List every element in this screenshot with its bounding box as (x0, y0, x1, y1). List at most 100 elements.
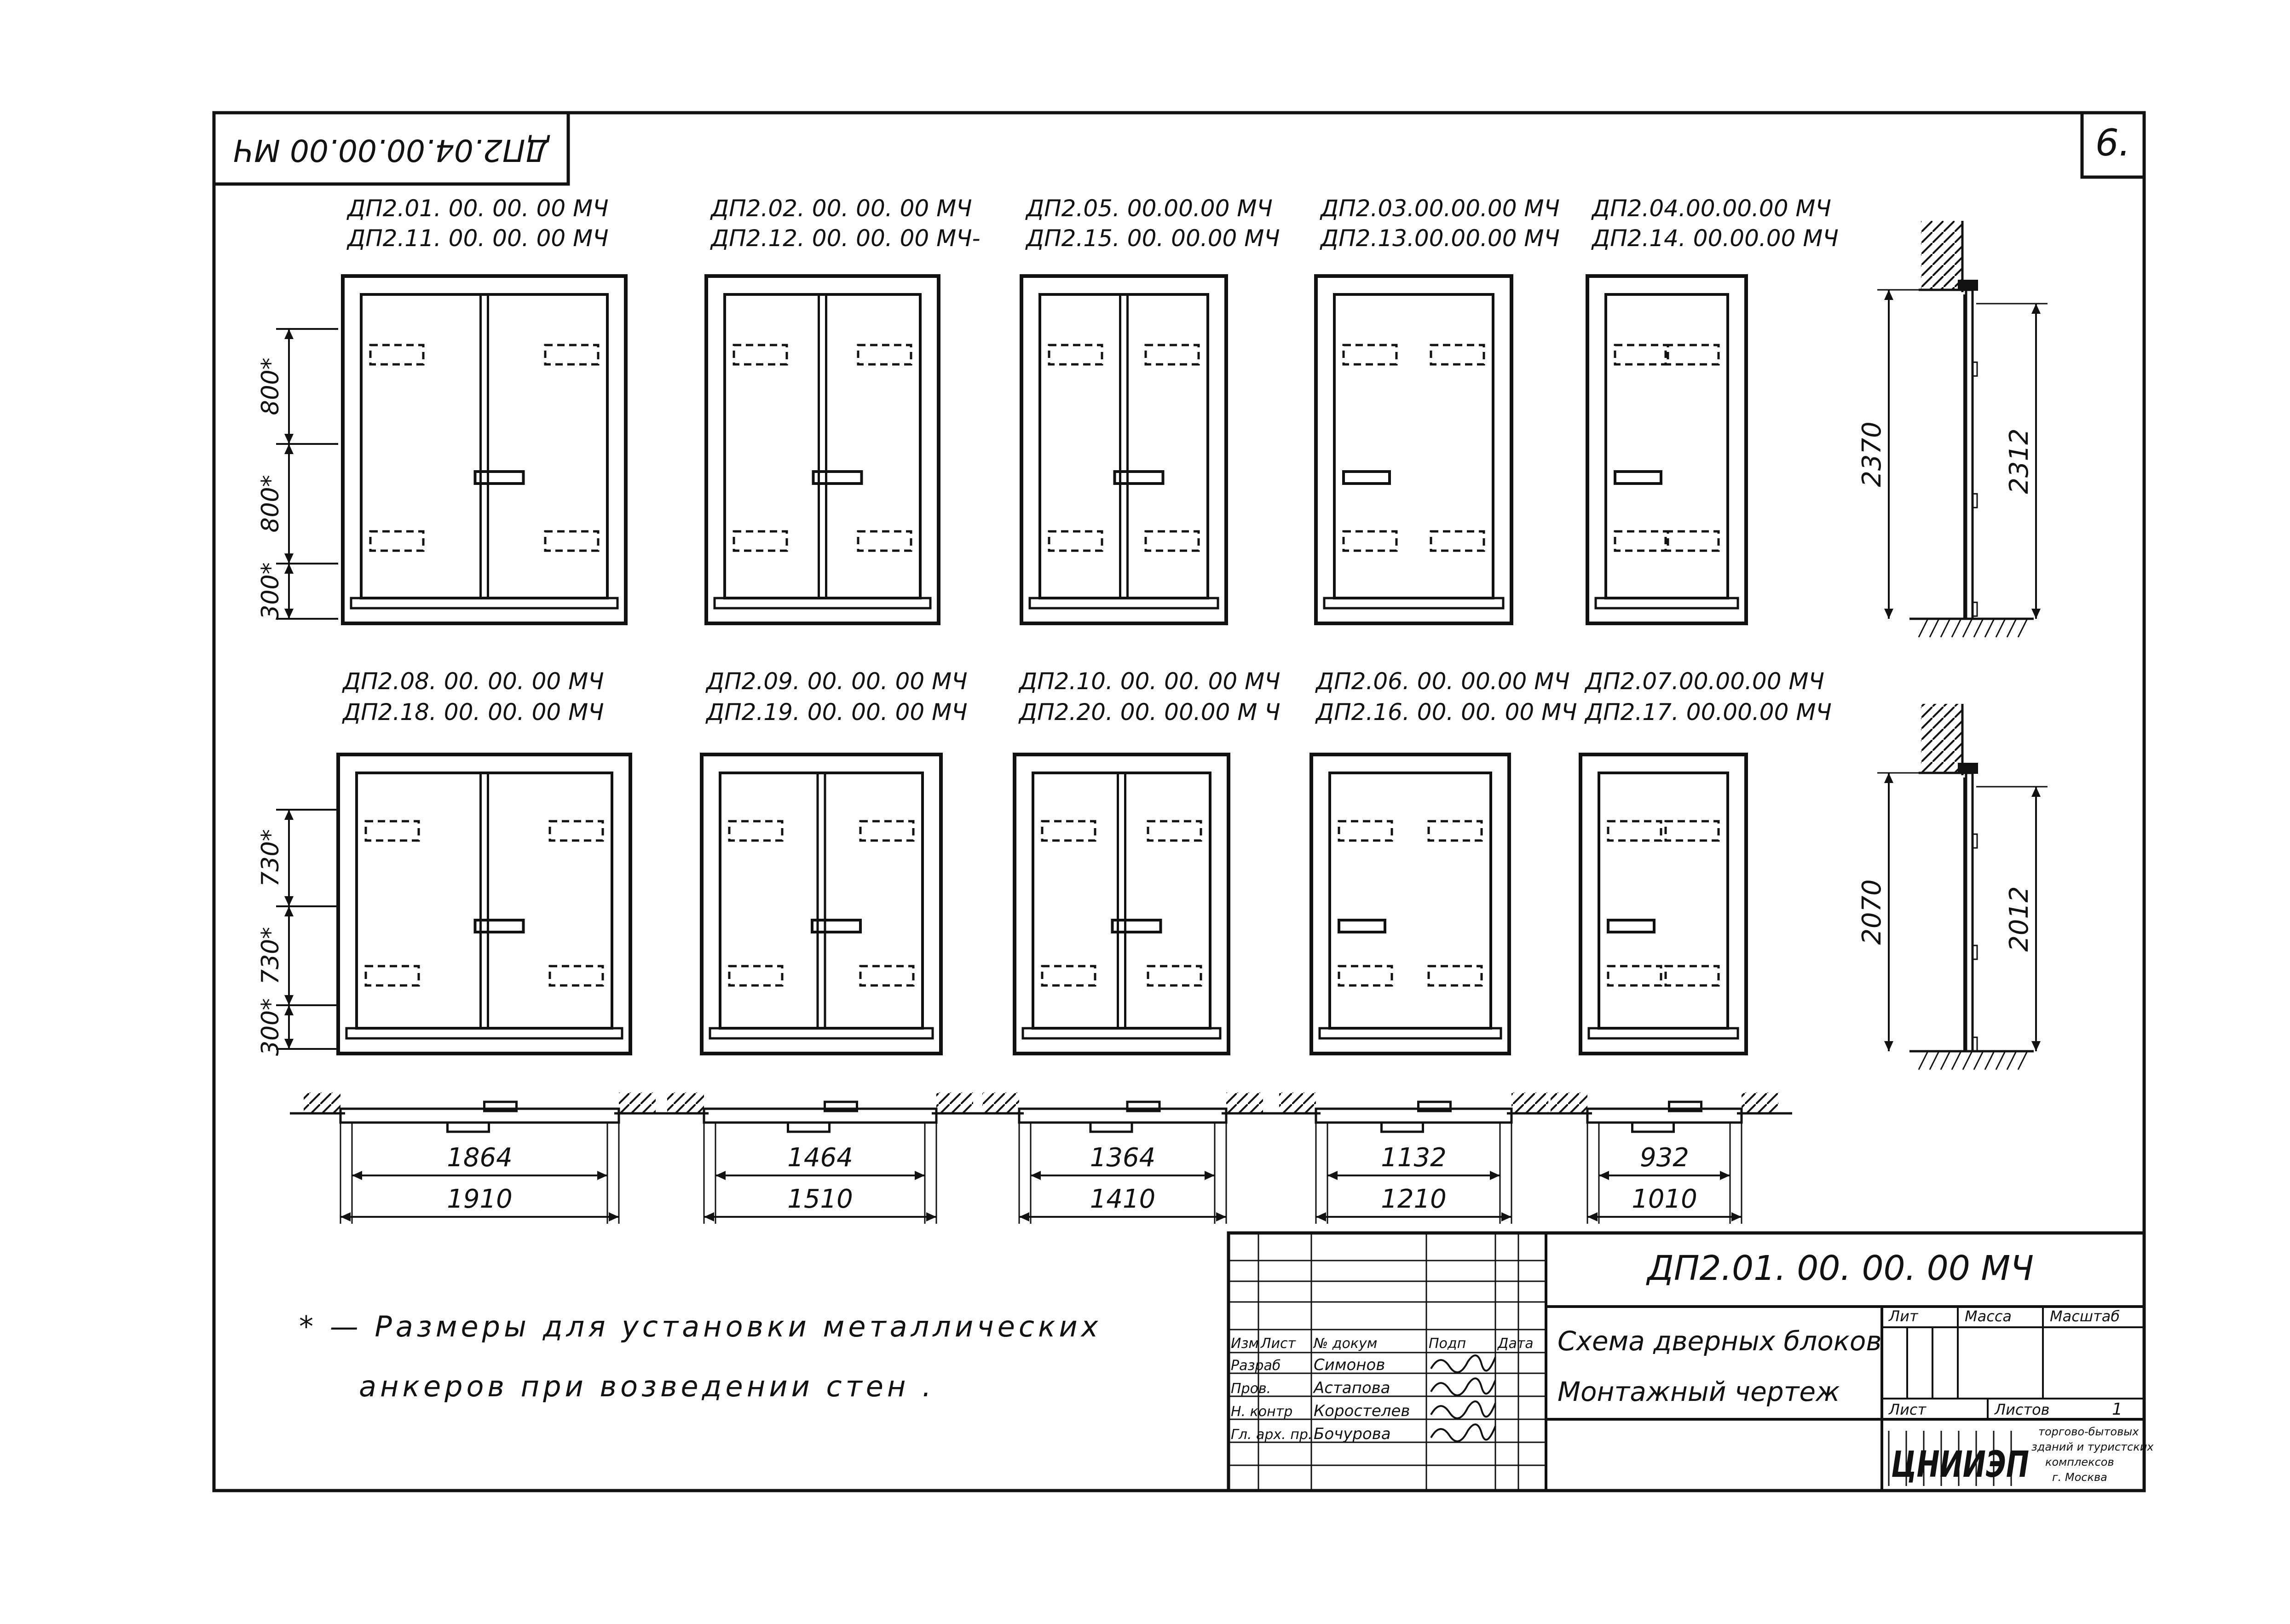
door-code-top-4-a: ДП2.04.00.00.00 МЧ (1591, 195, 1831, 222)
anchor-left-0 (728, 820, 784, 842)
wall-hatch-right (1226, 1093, 1263, 1113)
vertical-dim-1: 800* (257, 475, 284, 532)
anchor-right-0 (1664, 344, 1720, 366)
door-code-top-3-b: ДП2.13.00.00.00 МЧ (1320, 225, 1560, 252)
sheet-number: 6. (2095, 121, 2130, 164)
tb-name-3: Бочурова (1314, 1425, 1391, 1443)
door-handle (1614, 470, 1662, 485)
anchor-right-0 (1144, 344, 1200, 366)
plan-leaf (339, 1107, 620, 1124)
lintel-hatch (1921, 221, 1962, 290)
door-frame (700, 753, 943, 1055)
door-leaf-outline (1604, 293, 1729, 599)
anchor-left-1 (1338, 965, 1393, 987)
door-handle (1113, 470, 1165, 485)
wall-hatch-right (936, 1093, 973, 1113)
door-handle (1111, 919, 1162, 933)
door-code-top-2-a: ДП2.05. 00.00.00 МЧ (1025, 195, 1273, 222)
list-header: Лист (1888, 1401, 1927, 1418)
vertical-anchor-dimensions: 800*800*300*730*730*300* (257, 328, 338, 1056)
arrow-head (340, 1212, 351, 1221)
floor-hatch (1918, 1051, 1929, 1070)
floor-hatch (2017, 1051, 2028, 1070)
door-threshold (713, 597, 932, 610)
anchor-right-1 (1430, 530, 1485, 552)
arrow-head (2031, 787, 2041, 797)
door-frame (1314, 274, 1513, 625)
section-hinge-2 (1972, 601, 1978, 617)
anchor-right-1 (857, 530, 912, 552)
plan-leaf (1018, 1107, 1228, 1124)
arrow-head (1327, 1171, 1338, 1180)
floor-hatch (2017, 618, 2028, 638)
plan-handle (1126, 1100, 1161, 1112)
door-handle (811, 919, 862, 933)
massa-header: Масса (1965, 1307, 2012, 1325)
tb-header-hdr_izm: Изм (1231, 1336, 1259, 1352)
door-frame (1579, 753, 1748, 1055)
wall-hatch-right (1511, 1093, 1548, 1113)
tb-header-hdr_list: Лист (1260, 1336, 1297, 1352)
plan-dim-inner-2: 1364 (1090, 1143, 1156, 1173)
arrow-head (1501, 1212, 1511, 1221)
wall-hatch-left (1279, 1093, 1316, 1113)
anchor-right-0 (1147, 820, 1202, 842)
plan-handle (787, 1121, 831, 1133)
plan-leaf (1315, 1107, 1513, 1124)
door-leaf-outline (723, 293, 922, 599)
floor-hatch (1929, 618, 1940, 638)
anchor-left-1 (1048, 530, 1103, 552)
anchor-left-1 (1041, 965, 1096, 987)
tb-name-2: Коростелев (1314, 1402, 1410, 1420)
arrow-head (2031, 1041, 2041, 1051)
section-hinge-0 (1972, 833, 1978, 849)
rotated-stamp: ДП2.04.00.00.00 МЧ (212, 111, 570, 186)
door-handle (1342, 470, 1391, 485)
sheet-frame (212, 111, 2146, 1492)
arrow-head (915, 1171, 925, 1180)
door-leaf-outline (1328, 772, 1492, 1030)
tb-header-hdr_data: Дата (1497, 1336, 1534, 1352)
note-line-2: анкеров при возведении стен . (359, 1370, 935, 1403)
arrow-head (2031, 304, 2041, 314)
dim-arrow (284, 609, 294, 619)
anchor-note: * — Размеры для установки металлических … (299, 1310, 1098, 1403)
door-code-bottom-1-a: ДП2.09. 00. 00. 00 МЧ (705, 668, 968, 695)
org-line-4: г. Москва (2052, 1471, 2107, 1484)
door-leaf-outline (360, 293, 609, 599)
plan-view-1: 1464 1510 (653, 1093, 987, 1224)
arrow-head (1720, 1171, 1730, 1180)
floor-hatch (1940, 1051, 1951, 1070)
section-dim-inner-top: 2312 (2004, 428, 2034, 494)
anchor-left-1 (1614, 530, 1669, 552)
door-elevation-top-0 (341, 274, 628, 625)
plan-dim-inner-1: 1464 (787, 1143, 853, 1173)
arrow-head (715, 1171, 726, 1180)
section-hinge-1 (1972, 493, 1978, 508)
door-code-bottom-0-b: ДП2.18. 00. 00. 00 МЧ (342, 699, 604, 726)
plan-handle (1631, 1121, 1675, 1133)
door-leaf-outline (1333, 293, 1494, 599)
door-threshold (1587, 1027, 1739, 1040)
arrow-head (1587, 1212, 1598, 1221)
wall-hatch-right (619, 1093, 656, 1113)
dim-arrow (284, 564, 294, 574)
door-frame (1013, 753, 1230, 1055)
door-frame (1309, 753, 1511, 1055)
plan-dim-outer-1: 1510 (787, 1184, 853, 1214)
door-elevation-bottom-2 (1013, 753, 1230, 1055)
wall-hatch-right (1742, 1093, 1778, 1113)
anchor-right-0 (1430, 344, 1485, 366)
plan-handle (446, 1121, 490, 1133)
arrow-head (926, 1212, 936, 1221)
arrow-head (2031, 609, 2041, 619)
arrow-head (1216, 1212, 1226, 1221)
floor-hatch (1940, 618, 1951, 638)
plan-handle (483, 1100, 518, 1112)
wall-hatch-left (1551, 1093, 1587, 1113)
